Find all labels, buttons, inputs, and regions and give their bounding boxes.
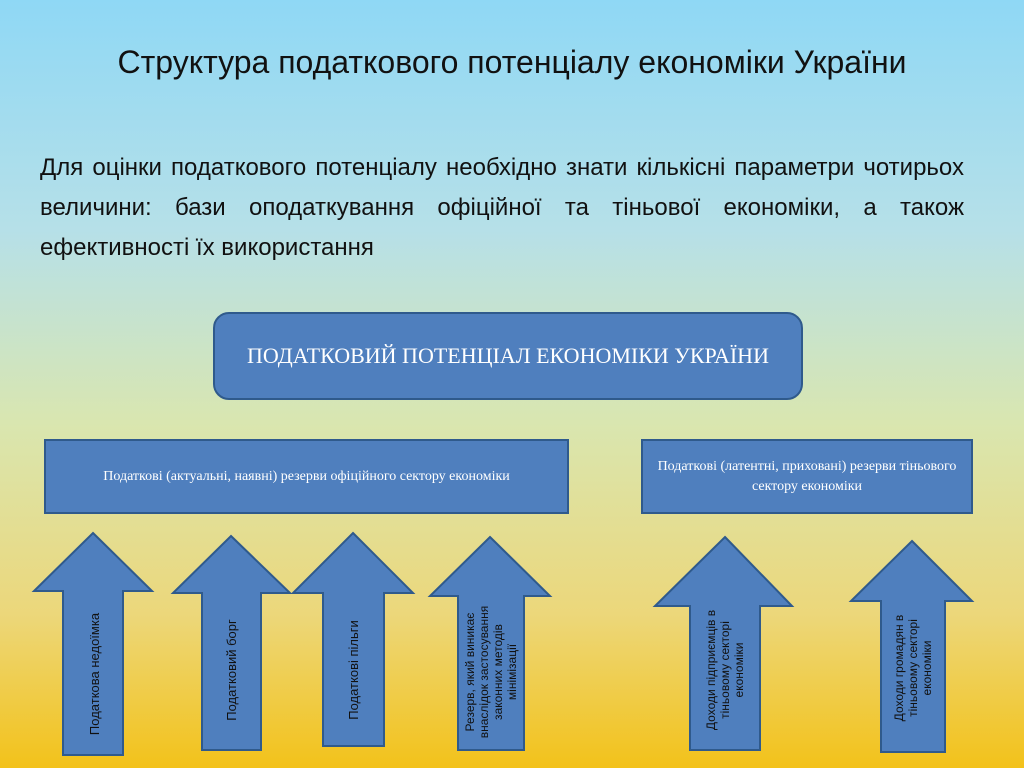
arrow-citizens-income bbox=[848, 539, 975, 753]
official-sector-reserves-box: Податкові (актуальні, наявні) резерви оф… bbox=[44, 439, 569, 514]
arrow-label-tax-arrears: Податкова недоїмка bbox=[86, 612, 102, 736]
arrow-tax-benefits bbox=[290, 531, 416, 747]
arrow-entrepreneurs-income bbox=[652, 535, 795, 751]
arrow-label-entrepreneurs-income: Доходи підприємців в тіньовому секторі е… bbox=[704, 609, 746, 731]
arrow-tax-arrears bbox=[31, 531, 155, 756]
intro-paragraph: Для оцінки податкового потенціалу необхі… bbox=[40, 154, 964, 261]
arrow-label-tax-benefits: Податкові пільги bbox=[345, 620, 361, 720]
arrow-label-tax-debt: Податковий борг bbox=[223, 619, 239, 721]
arrow-minimization-reserve bbox=[427, 535, 553, 751]
tax-potential-box: ПОДАТКОВИЙ ПОТЕНЦІАЛ ЕКОНОМІКИ УКРАЇНИ bbox=[213, 312, 803, 400]
arrow-label-minimization-reserve: Резерв, який виникає внаслідок застосува… bbox=[463, 605, 519, 739]
shadow-sector-reserves-box: Податкові (латентні, приховані) резерви … bbox=[641, 439, 973, 514]
arrow-tax-debt bbox=[170, 534, 293, 751]
arrow-label-citizens-income: Доходи громадян в тіньовому секторі екон… bbox=[892, 614, 934, 722]
slide-title: Структура податкового потенціалу економі… bbox=[117, 44, 907, 80]
